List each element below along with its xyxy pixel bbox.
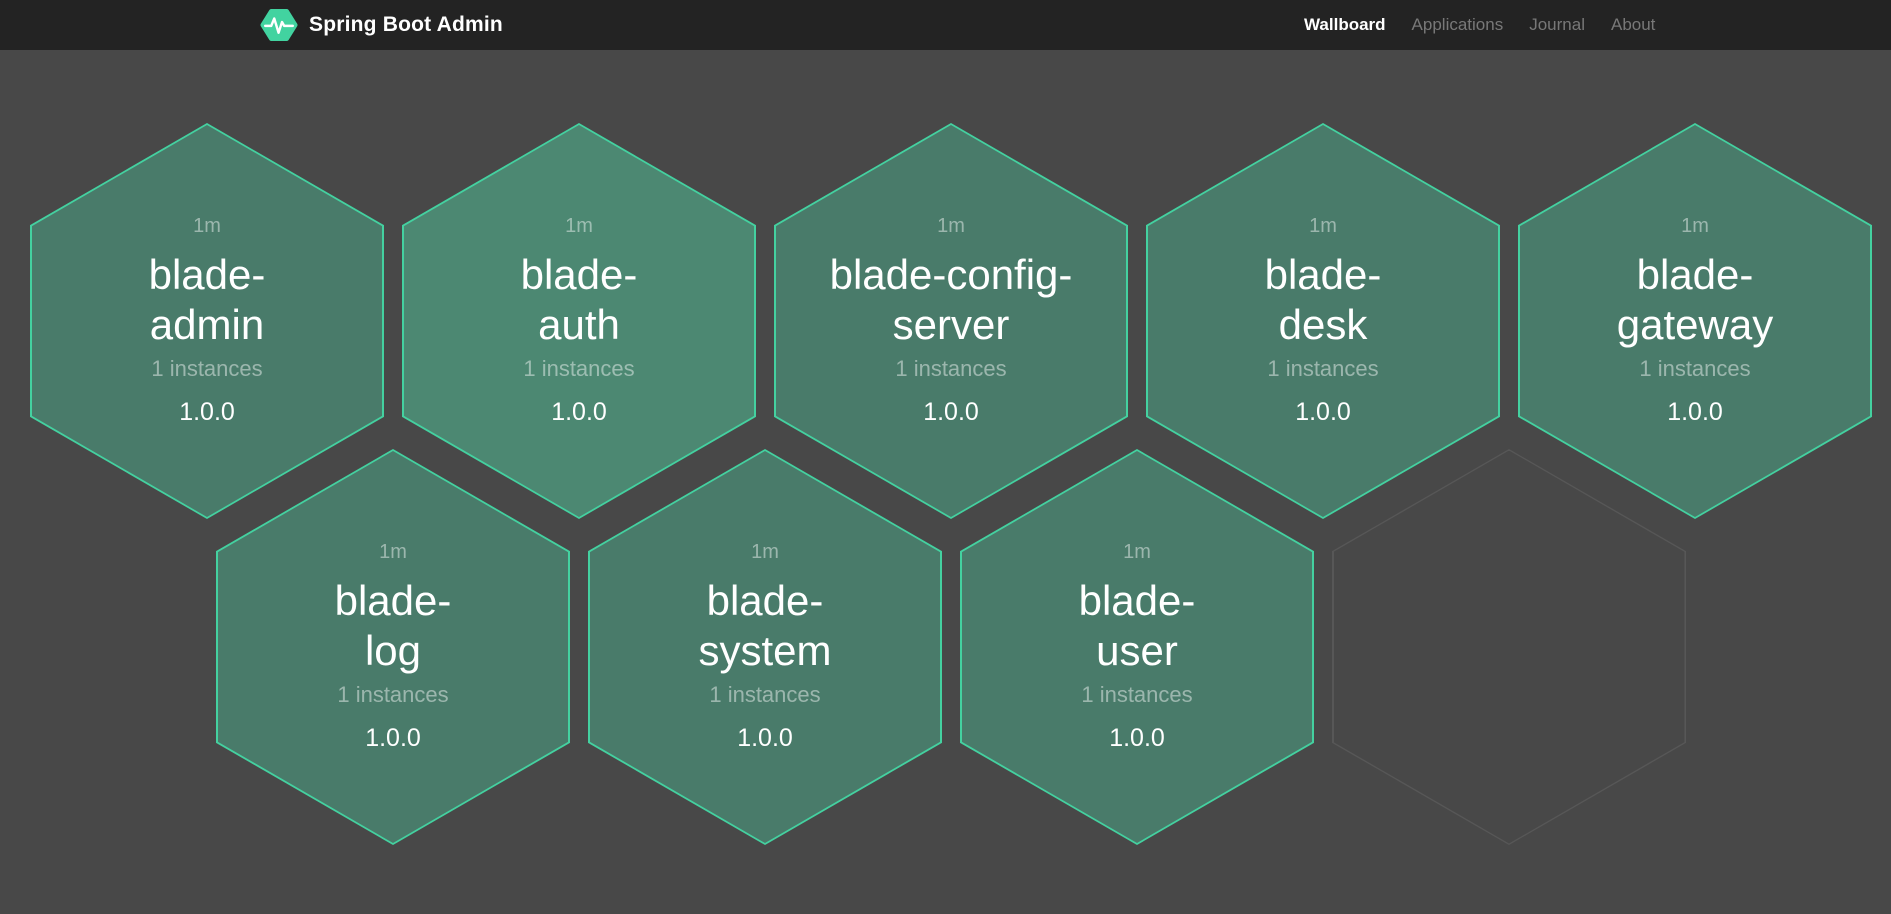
empty-hexagon [1332, 449, 1686, 845]
app-name: blade- user [1079, 576, 1196, 675]
app-name-line2: admin [149, 300, 265, 348]
nav-item-wallboard[interactable]: Wallboard [1304, 15, 1386, 34]
app-name-line2: user [1096, 626, 1178, 674]
app-name-line2: server [892, 300, 1010, 348]
app-version: 1.0.0 [1295, 398, 1351, 427]
hexagon-body: 1m blade- system 1 instances 1.0.0 [590, 451, 940, 843]
app-hexagon-blade-user[interactable]: 1m blade- user 1 instances 1.0.0 [960, 449, 1314, 845]
app-name-line2: system [698, 626, 832, 674]
app-hexagon-blade-admin[interactable]: 1m blade- admin 1 instances 1.0.0 [30, 123, 384, 519]
brand-link[interactable]: Spring Boot Admin [260, 0, 503, 50]
app-name-line1: blade-config- [829, 250, 1073, 298]
hexagon-body: 1m blade- user 1 instances 1.0.0 [962, 451, 1312, 843]
header-nav: Wallboard Applications Journal About [1304, 0, 1655, 50]
app-name-line1: blade- [706, 576, 824, 624]
app-name-line1: blade- [334, 576, 452, 624]
brand-title: Spring Boot Admin [309, 13, 503, 36]
app-version: 1.0.0 [1109, 724, 1165, 753]
app-uptime: 1m [193, 214, 221, 237]
nav-item-journal[interactable]: Journal [1529, 15, 1585, 34]
hexagon-body: 1m blade- gateway 1 instances 1.0.0 [1520, 125, 1870, 517]
app-version: 1.0.0 [737, 724, 793, 753]
app-instances-count: 1 instances [523, 356, 635, 382]
app-version: 1.0.0 [179, 398, 235, 427]
spring-boot-admin-logo-icon [260, 8, 298, 42]
app-name-line1: blade- [148, 250, 266, 298]
app-instances-count: 1 instances [1081, 682, 1193, 708]
app-name-line1: blade- [520, 250, 638, 298]
app-name: blade- admin [149, 250, 266, 349]
app-uptime: 1m [751, 540, 779, 563]
app-instances-count: 1 instances [895, 356, 1007, 382]
app-name: blade- log [335, 576, 452, 675]
app-version: 1.0.0 [923, 398, 979, 427]
header: Spring Boot Admin Wallboard Applications J… [0, 0, 1891, 50]
app-instances-count: 1 instances [709, 682, 821, 708]
app-uptime: 1m [1123, 540, 1151, 563]
app-hexagon-blade-desk[interactable]: 1m blade- desk 1 instances 1.0.0 [1146, 123, 1500, 519]
hexagon-body: 1m blade-config- server 1 instances 1.0.… [776, 125, 1126, 517]
nav-item-about[interactable]: About [1610, 15, 1656, 34]
app-name-line2: log [364, 626, 422, 674]
app-uptime: 1m [1681, 214, 1709, 237]
app-name-line1: blade- [1264, 250, 1382, 298]
app-hexagon-blade-config-server[interactable]: 1m blade-config- server 1 instances 1.0.… [774, 123, 1128, 519]
empty-hexagon-body [1333, 450, 1685, 844]
app-name: blade- auth [521, 250, 638, 349]
hexagon-body: 1m blade- auth 1 instances 1.0.0 [404, 125, 754, 517]
app-version: 1.0.0 [1667, 398, 1723, 427]
app-name: blade- system [698, 576, 831, 675]
nav-item-applications[interactable]: Applications [1411, 15, 1504, 34]
app-hexagon-blade-gateway[interactable]: 1m blade- gateway 1 instances 1.0.0 [1518, 123, 1872, 519]
app-name-line1: blade- [1078, 576, 1196, 624]
app-name-line2: gateway [1616, 300, 1774, 348]
hexagon-body: 1m blade- desk 1 instances 1.0.0 [1148, 125, 1498, 517]
app-name-line2: desk [1278, 300, 1368, 348]
app-uptime: 1m [937, 214, 965, 237]
app-hexagon-blade-system[interactable]: 1m blade- system 1 instances 1.0.0 [588, 449, 942, 845]
app-name: blade- desk [1265, 250, 1382, 349]
app-hexagon-blade-auth[interactable]: 1m blade- auth 1 instances 1.0.0 [402, 123, 756, 519]
app-uptime: 1m [565, 214, 593, 237]
app-name: blade- gateway [1617, 250, 1773, 349]
app-uptime: 1m [1309, 214, 1337, 237]
app-name-line2: auth [538, 300, 620, 348]
app-version: 1.0.0 [551, 398, 607, 427]
app-instances-count: 1 instances [151, 356, 263, 382]
app-name-line1: blade- [1636, 250, 1754, 298]
app-uptime: 1m [379, 540, 407, 563]
hexagon-body: 1m blade- admin 1 instances 1.0.0 [32, 125, 382, 517]
hexagon-body: 1m blade- log 1 instances 1.0.0 [218, 451, 568, 843]
app-hexagon-blade-log[interactable]: 1m blade- log 1 instances 1.0.0 [216, 449, 570, 845]
app-name: blade-config- server [830, 250, 1073, 349]
app-instances-count: 1 instances [337, 682, 449, 708]
app-version: 1.0.0 [365, 724, 421, 753]
app-instances-count: 1 instances [1639, 356, 1751, 382]
app-instances-count: 1 instances [1267, 356, 1379, 382]
